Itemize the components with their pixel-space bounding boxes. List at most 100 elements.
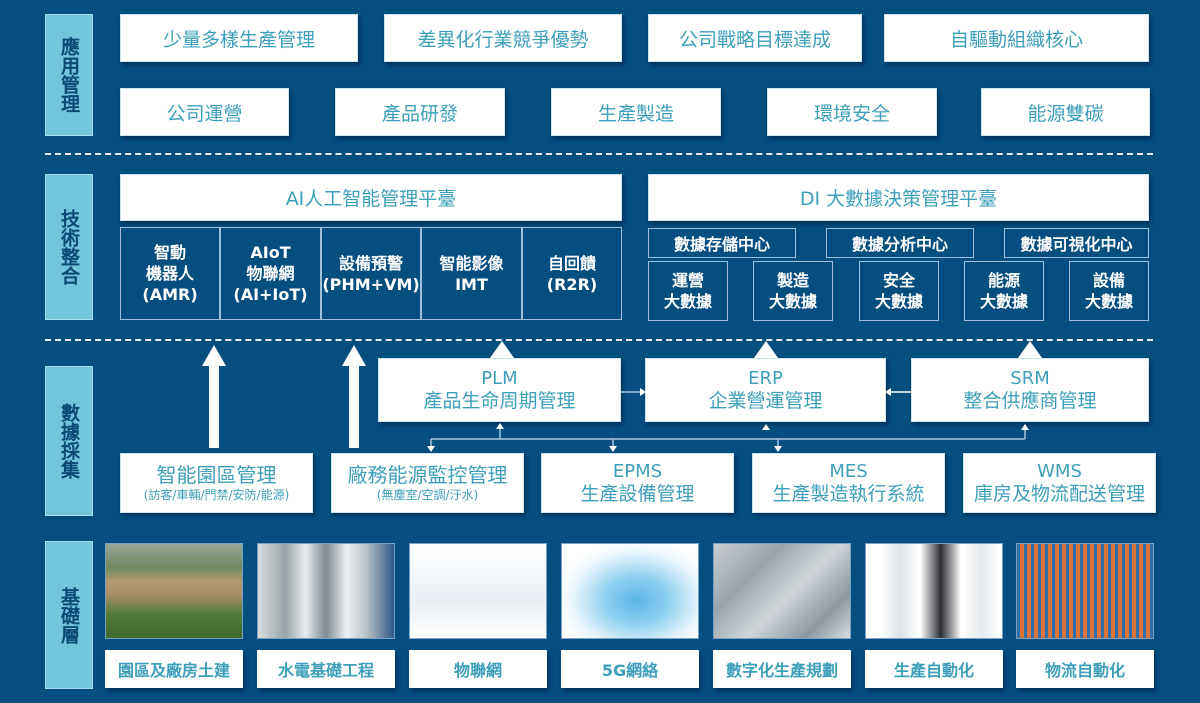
system-name: 整合供應商管理	[963, 390, 1097, 412]
ai-module-text: 物聯網	[246, 264, 295, 283]
goal-box[interactable]: 自驅動組織核心	[884, 14, 1149, 62]
warehouse-racks-photo	[1016, 543, 1154, 639]
ai-module-box[interactable]: 設備預警(PHM+VM)	[321, 227, 421, 320]
domain-box[interactable]: 環境安全	[767, 88, 937, 136]
foundation-item-text: 物流自動化	[1044, 661, 1125, 680]
foundation-item-label[interactable]: 5G網絡	[561, 650, 699, 688]
system-name: 生產製造執行系統	[772, 483, 925, 505]
5g-campus-illustration	[561, 543, 699, 639]
system-box-epms[interactable]: EPMS 生產設備管理	[541, 453, 734, 513]
domain-label: 生產製造	[597, 102, 674, 125]
layer-label-text: 基礎層	[58, 586, 80, 644]
automation-machines-photo	[865, 543, 1003, 639]
system-code: EPMS	[612, 461, 663, 482]
layer-label-foundation: 基礎層	[45, 541, 93, 689]
ai-module-text: 智動	[153, 243, 186, 262]
layer-label-text: 技術整合	[58, 209, 80, 285]
layer-label-data-collection: 數據採集	[45, 366, 93, 516]
domain-box[interactable]: 能源雙碳	[981, 88, 1150, 136]
goal-label: 公司戰略目標達成	[678, 28, 831, 51]
foundation-item-label[interactable]: 園區及廠房土建	[105, 650, 243, 688]
big-up-arrow-shaft	[349, 364, 359, 448]
ai-module-box[interactable]: AIoT 物聯網 (AI+IoT)	[220, 227, 321, 320]
layer-label-text: 應用管理	[58, 37, 80, 113]
di-platform-title[interactable]: DI 大數據決策管理平臺	[648, 174, 1149, 221]
layer-divider	[45, 153, 1153, 155]
bigdata-text: 大數據	[979, 292, 1028, 311]
system-name: 廠務能源監控管理	[347, 463, 508, 487]
system-box-erp[interactable]: ERP 企業營運管理	[645, 358, 886, 422]
arrowhead-up	[496, 423, 504, 429]
system-box-facility-energy[interactable]: 廠務能源監控管理 (無塵室/空調/汙水)	[331, 453, 524, 513]
bigdata-text: 設備	[1092, 271, 1125, 290]
domain-label: 產品研發	[381, 102, 458, 125]
system-code: WMS	[1037, 461, 1082, 482]
utility-piping-photo	[257, 543, 395, 639]
up-triangle-plm	[490, 341, 514, 358]
layer-label-technology: 技術整合	[45, 174, 93, 320]
data-center-box[interactable]: 數據存儲中心	[648, 228, 796, 258]
ai-module-box[interactable]: 自回饋(R2R)	[522, 227, 622, 320]
data-center-box[interactable]: 數據可視化中心	[1004, 228, 1149, 258]
foundation-item-label[interactable]: 物聯網	[409, 650, 547, 688]
system-code: MES	[829, 461, 868, 482]
foundation-item-label[interactable]: 物流自動化	[1016, 650, 1154, 688]
ai-module-text: (AMR)	[142, 285, 198, 304]
system-name: 庫房及物流配送管理	[973, 483, 1145, 505]
domain-box[interactable]: 產品研發	[335, 88, 505, 136]
ai-module-text: (PHM+VM)	[322, 274, 420, 294]
ai-module-text: 設備預警	[338, 253, 403, 273]
bigdata-text: 大數據	[874, 292, 923, 311]
arrowhead-down	[609, 446, 617, 452]
ai-module-text: (AI+IoT)	[233, 285, 308, 304]
domain-label: 環境安全	[813, 102, 890, 125]
ai-module-text: AIoT	[250, 243, 291, 262]
domain-box[interactable]: 生產製造	[551, 88, 721, 136]
big-up-arrow-head	[342, 345, 366, 366]
goal-box[interactable]: 公司戰略目標達成	[648, 14, 862, 62]
system-sub: (無塵室/空調/汙水)	[376, 488, 479, 502]
bigdata-text: 大數據	[663, 292, 712, 311]
bigdata-text: 大數據	[1084, 292, 1133, 311]
layer-label-text: 數據採集	[58, 403, 80, 479]
data-center-label: 數據可視化中心	[1020, 235, 1133, 254]
up-triangle-erp	[754, 341, 778, 358]
system-box-plm[interactable]: PLM 產品生命周期管理	[378, 358, 621, 422]
ai-module-text: IMT	[455, 274, 488, 294]
goal-box[interactable]: 差異化行業競爭優勢	[384, 14, 622, 62]
goal-box[interactable]: 少量多樣生產管理	[120, 14, 358, 62]
ai-module-text: 自回饋	[547, 253, 596, 273]
system-box-mes[interactable]: MES 生產製造執行系統	[752, 453, 945, 513]
system-sub: (訪客/車輛/門禁/安防/能源)	[143, 488, 290, 502]
system-code: ERP	[748, 368, 783, 389]
data-center-label: 數據分析中心	[851, 235, 948, 254]
foundation-item-label[interactable]: 生產自動化	[865, 650, 1003, 688]
system-name: 生產設備管理	[580, 483, 695, 505]
bigdata-box[interactable]: 安全大數據	[859, 261, 939, 321]
layer-label-application: 應用管理	[45, 14, 93, 136]
system-box-smart-park[interactable]: 智能園區管理 (訪客/車輛/門禁/安防/能源)	[120, 453, 313, 513]
foundation-item-text: 園區及廠房土建	[117, 661, 230, 680]
aerial-factory-photo	[105, 543, 243, 639]
ai-module-box[interactable]: 智動機器人 (AMR)	[120, 227, 220, 320]
bigdata-box[interactable]: 製造大數據	[753, 261, 833, 321]
arrowhead-down	[427, 446, 435, 452]
system-box-wms[interactable]: WMS 庫房及物流配送管理	[963, 453, 1156, 513]
bigdata-text: 安全	[882, 271, 915, 290]
bigdata-box[interactable]: 設備大數據	[1069, 261, 1149, 321]
arrowhead-up	[1021, 424, 1029, 430]
system-box-srm[interactable]: SRM 整合供應商管理	[911, 358, 1149, 422]
ai-platform-title[interactable]: AI人工智能管理平臺	[120, 174, 622, 221]
data-center-box[interactable]: 數據分析中心	[826, 228, 974, 258]
digital-factory-layout	[713, 543, 851, 639]
bigdata-box[interactable]: 能源大數據	[964, 261, 1044, 321]
foundation-item-label[interactable]: 水電基礎工程	[257, 650, 395, 688]
arrowhead-up	[762, 424, 770, 430]
ai-module-text: 機器人	[145, 264, 194, 283]
foundation-item-text: 5G網絡	[601, 661, 659, 680]
bigdata-box[interactable]: 運營大數據	[648, 261, 728, 321]
domain-box[interactable]: 公司運營	[120, 88, 289, 136]
system-name: 企業營運管理	[708, 390, 823, 412]
foundation-item-label[interactable]: 數字化生產規劃	[713, 650, 851, 688]
